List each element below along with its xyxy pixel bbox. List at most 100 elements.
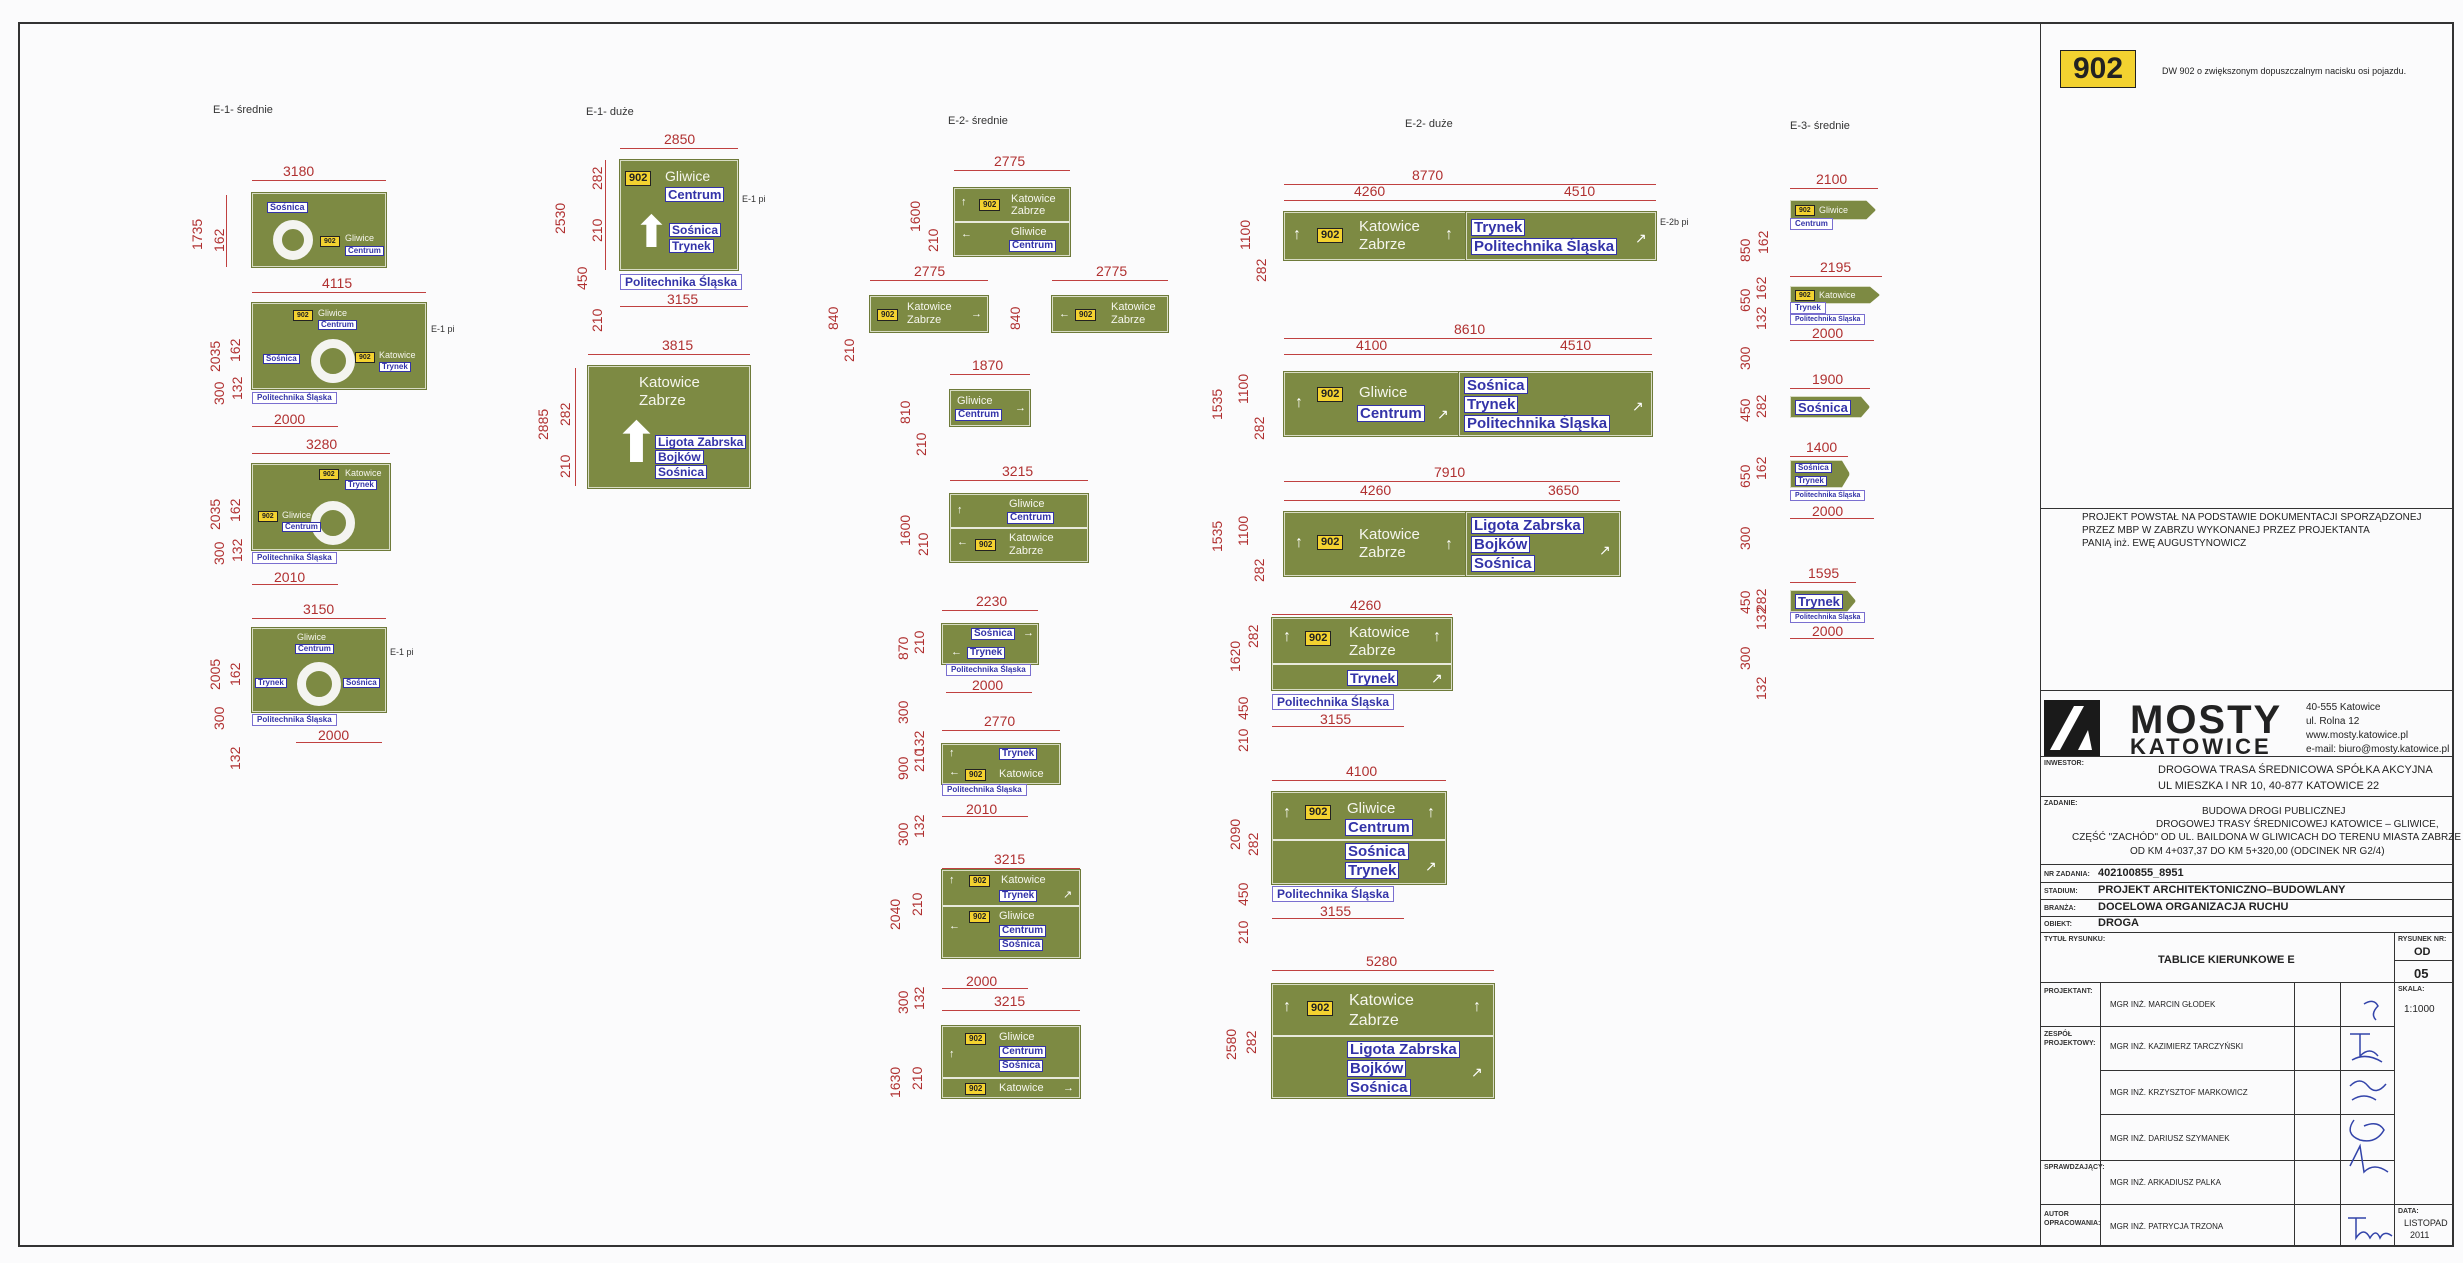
author-role: AUTOR OPRACOWANIA:	[2044, 1211, 2101, 1228]
place-zabrze: Zabrze	[1359, 236, 1406, 253]
panel-separator	[1273, 839, 1445, 841]
place-gliwice: Gliwice	[1347, 800, 1396, 817]
dimension-height: 1620	[1227, 640, 1243, 672]
dimension-line	[1284, 354, 1652, 355]
dimension-line	[1790, 276, 1882, 277]
place-bojkow: Bojków	[1347, 1060, 1407, 1077]
sign-e2-medium-9: 902 Gliwice ↑ Centrum Sośnica 902 Katowi…	[941, 1025, 1081, 1099]
company-address-2: ul. Rolna 12	[2306, 716, 2360, 727]
dimension-spacing: 300	[895, 990, 911, 1014]
dimension-line	[1272, 726, 1404, 727]
place-katowice: Katowice	[907, 301, 952, 313]
place-zabrze: Zabrze	[639, 392, 686, 409]
place-gliwice: Gliwice	[297, 632, 327, 642]
dimension-line	[296, 742, 382, 743]
dimension-line	[588, 354, 750, 355]
sign-e3-1: 902 Gliwice	[1790, 200, 1876, 220]
dimension-line	[575, 368, 576, 486]
arrow-up-icon: ↑	[949, 747, 955, 759]
place-sosnica: Sośnica	[1795, 463, 1832, 473]
date-year: 2011	[2410, 1230, 2430, 1240]
dimension-line	[252, 618, 386, 619]
place-centrum: Centrum	[282, 522, 321, 532]
place-bojkow: Bojków	[655, 450, 704, 464]
dimension-width: 4115	[322, 275, 353, 291]
place-politechnika: Politechnika Śląska	[1464, 415, 1611, 432]
title-block-line	[2040, 690, 2454, 691]
dimension-post: 282	[1251, 416, 1267, 440]
dimension-spacing: 300	[895, 700, 911, 724]
sign-e2-large-4: ↑ 902 Katowice Zabrze ↑ Trynek ↗	[1271, 617, 1453, 691]
dimension-line	[1272, 970, 1494, 971]
dimension-height: 2005	[207, 658, 223, 690]
drawing-number-1: OD	[2414, 946, 2431, 958]
title-block-line	[2040, 1160, 2394, 1161]
dimension-post: 132	[911, 986, 927, 1010]
dimension-height: 1600	[907, 200, 923, 232]
place-trynek: Trynek	[999, 890, 1038, 902]
date-label: DATA:	[2398, 1208, 2419, 1215]
dimension-width: 1870	[972, 357, 1004, 373]
sign-code-label: E-2b pi	[1660, 217, 1689, 227]
title-block-line	[2040, 508, 2454, 509]
place-trynek: Trynek	[1795, 594, 1843, 609]
dimension-line	[950, 480, 1088, 481]
dimension-post: 132	[229, 376, 245, 400]
dimension-width: 1900	[1812, 371, 1844, 387]
roundabout-symbol	[311, 339, 355, 383]
dimension-height: 450	[1737, 398, 1753, 422]
dimension-line	[1272, 614, 1452, 615]
place-gliwice: Gliwice	[665, 168, 711, 184]
place-ligota: Ligota Zabrska	[655, 435, 747, 449]
road-number-badge: 902	[1307, 1001, 1334, 1016]
panel-politechnika: Politechnika Śląska	[942, 784, 1027, 796]
sign-e2-large-6: ↑ 902 Katowice Zabrze ↑ Ligota Zabrska B…	[1271, 983, 1495, 1099]
place-centrum: Centrum	[955, 409, 1003, 421]
dimension-line	[1790, 388, 1870, 389]
arrow-left-icon: ←	[951, 646, 962, 658]
dimension-spacing: 450	[574, 266, 590, 290]
dimension-post: 210	[911, 630, 927, 654]
dimension-width: 2000	[972, 677, 1004, 693]
dimension-post: 210	[1235, 920, 1251, 944]
place-ligota: Ligota Zabrska	[1471, 517, 1584, 534]
title-block-line	[2100, 1070, 2394, 1071]
dimension-width: 2230	[976, 593, 1008, 609]
arrow-up-right-icon: ↗	[1599, 542, 1611, 558]
panel-politechnika: Politechnika Śląska	[1790, 612, 1866, 623]
dimension-post: 162	[227, 662, 243, 686]
legend-text: DW 902 o zwiększonym dopuszczalnym nacis…	[2162, 66, 2407, 76]
author-name: MGR INŻ. PATRYCJA TRZONA	[2110, 1222, 2224, 1231]
task-line-3: CZĘŚĆ "ZACHÓD" OD UL. BAILDONA W GLIWICA…	[2072, 832, 2461, 843]
place-zabrze: Zabrze	[1009, 545, 1044, 557]
place-katowice: Katowice	[379, 350, 416, 360]
row-label-branch: BRANŻA:	[2044, 905, 2076, 912]
dimension-line	[942, 988, 1028, 989]
team-member-2-name: MGR INŻ. KRZYSZTOF MARKOWICZ	[2110, 1088, 2248, 1097]
dimension-height: 1100	[1237, 219, 1253, 250]
dimension-width: 3155	[1320, 711, 1352, 727]
dimension-height: 450	[1737, 590, 1753, 614]
title-block-line	[2100, 1114, 2394, 1115]
panel-separator	[1273, 1035, 1493, 1037]
company-address-1: 40-555 Katowice	[2306, 702, 2381, 713]
dimension-post: 282	[589, 166, 605, 190]
dimension-height: 850	[1737, 238, 1753, 262]
arrow-up-right-icon: ↗	[1425, 858, 1437, 874]
team-role: ZESPÓŁ PROJEKTOWY:	[2044, 1031, 2096, 1048]
place-gliwice: Gliwice	[318, 308, 348, 318]
sign-e1-medium-4: Gliwice Centrum Trynek Sośnica	[251, 627, 387, 713]
dimension-line	[950, 374, 1030, 375]
dimension-width: 3650	[1548, 482, 1580, 498]
dimension-post: 282	[1753, 394, 1769, 418]
sign-e2-medium-4: Gliwice Centrum →	[949, 389, 1031, 427]
dimension-width: 3180	[283, 163, 315, 179]
dimension-post: 210	[841, 338, 857, 362]
dimension-width: 2775	[994, 153, 1026, 169]
place-katowice: Katowice	[999, 1082, 1044, 1094]
dimension-line	[942, 868, 1080, 869]
checker-role: SPRAWDZAJĄCY:	[2044, 1164, 2105, 1171]
arrow-right-icon: →	[971, 308, 982, 320]
panel-politechnika: Politechnika Śląska	[1790, 490, 1866, 501]
road-number-badge: 902	[293, 310, 313, 321]
